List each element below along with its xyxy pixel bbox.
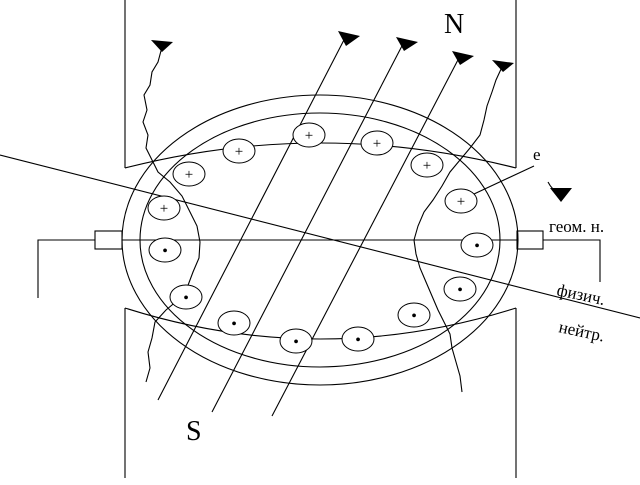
arrowhead-icon: [151, 40, 173, 52]
armature-conductors: + + + + + + + • • • • • • • •: [147, 122, 494, 354]
physical-neutral-line: [0, 154, 640, 319]
conductor-plus: +: [172, 161, 206, 187]
dot-symbol-icon: •: [293, 334, 299, 351]
conductor-outline: [222, 138, 256, 164]
conductor-outline: [341, 326, 375, 352]
plus-symbol-icon: +: [373, 136, 381, 152]
arrowhead-icon: [492, 60, 514, 72]
plus-symbol-icon: +: [423, 158, 431, 174]
conductor-outline: [397, 302, 431, 328]
conductor-dot: •: [341, 326, 375, 352]
conductor-plus: +: [147, 195, 181, 221]
wavy-field-lines: [142, 46, 503, 393]
dot-symbol-icon: •: [457, 282, 463, 299]
geometric-neutral-label: геом. н.: [549, 217, 604, 236]
conductor-plus: +: [360, 130, 394, 156]
physical-neutral-label-2: нейтр.: [557, 317, 606, 345]
brush-right: [516, 230, 544, 250]
field-lines: [157, 35, 461, 417]
conductor-outline: [460, 232, 494, 258]
conductor-outline: [410, 152, 444, 178]
brush-left: [94, 230, 123, 250]
conductor-outline: [279, 328, 313, 354]
physical-neutral-label: физич.: [555, 280, 607, 309]
plus-symbol-icon: +: [160, 201, 168, 217]
plus-symbol-icon: +: [457, 194, 465, 210]
arrowhead-icon: [396, 37, 418, 51]
pole-s-label: S: [186, 416, 202, 447]
conductor-outline: [217, 310, 251, 336]
rotation-arrow-icon: [550, 188, 572, 202]
conductor-plus: +: [222, 138, 256, 164]
conductor-outline: [360, 130, 394, 156]
conductor-dot: •: [217, 310, 251, 336]
dot-symbol-icon: •: [474, 238, 480, 255]
conductor-outline: [444, 188, 478, 214]
conductor-outline: [292, 122, 326, 148]
arrowhead-icon: [338, 31, 360, 46]
conductor-plus: +: [444, 188, 478, 214]
conductor-dot: •: [443, 276, 477, 302]
arrowhead-icon: [452, 51, 474, 65]
south-pole: [124, 307, 517, 478]
conductor-dot: •: [148, 237, 182, 263]
dot-symbol-icon: •: [162, 243, 168, 260]
conductor-dot: •: [279, 328, 313, 354]
conductor-outline: [172, 161, 206, 187]
emf-leader-line: [473, 165, 535, 195]
field-arrow-icons: [338, 31, 474, 65]
plus-symbol-icon: +: [185, 167, 193, 183]
dot-symbol-icon: •: [411, 308, 417, 325]
pole-n-label: N: [444, 9, 464, 40]
conductor-outline: [148, 237, 182, 263]
dot-symbol-icon: •: [183, 290, 189, 307]
dot-symbol-icon: •: [355, 332, 361, 349]
conductor-dot: •: [460, 232, 494, 258]
emf-label: e: [533, 145, 541, 164]
conductor-dot: •: [169, 284, 203, 310]
conductor-outline: [147, 195, 181, 221]
dot-symbol-icon: •: [231, 316, 237, 333]
conductor-plus: +: [410, 152, 444, 178]
conductor-outline: [443, 276, 477, 302]
conductor-plus: +: [292, 122, 326, 148]
conductor-dot: •: [397, 302, 431, 328]
geometric-neutral-line: [37, 239, 601, 298]
conductor-outline: [169, 284, 203, 310]
plus-symbol-icon: +: [235, 144, 243, 160]
plus-symbol-icon: +: [305, 128, 313, 144]
